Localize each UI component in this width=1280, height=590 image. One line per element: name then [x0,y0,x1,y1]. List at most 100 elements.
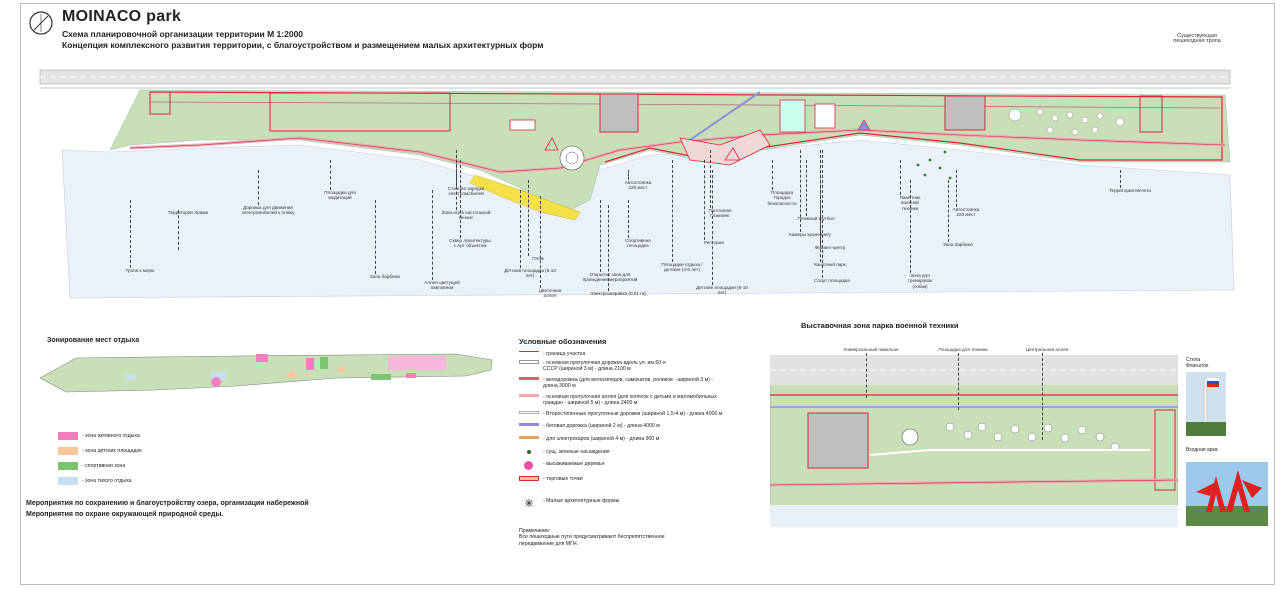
map-label: Открытая зона для проведения мероприятий [582,272,638,283]
map-label: Площадка Городок безопасности [767,190,797,206]
map-label: Площадки отдыха / детские (4-6 лет) [661,262,703,273]
legend-label: - беговая дорожка (шириной 2 м) - длина … [543,423,660,429]
arch-photo [1186,462,1268,526]
leader-line [672,160,673,262]
leader-line [520,190,521,268]
leader-line [956,170,957,207]
note-heading: Примечание: [519,528,551,534]
legend-item: - Второстепенные прогулочные дорожки (ши… [519,411,779,417]
zoning-legend-item: - зона активного отдыха [58,432,140,440]
amphitheatre [559,145,585,171]
map-label: Спорт площадка [814,278,850,283]
secondary-symbol [519,411,539,414]
map-label: Территория Храма [167,210,209,215]
leader-line [704,160,705,240]
exhibit-label: Площадка для техники [938,347,988,352]
existing-trail-label: Существующая пешеходная тропа [1173,33,1221,45]
leader-line [910,180,911,273]
legend-label: - основная прогулочная аллея (для колясо… [543,394,717,407]
leader-line [900,160,901,195]
legend-label: - Второстепенные прогулочные дорожки (ши… [543,411,723,417]
bike-lane [689,91,761,141]
map-label: Пляжный футбол [797,216,835,221]
bike-symbol [519,377,539,380]
legend-item: - основная прогулочная аллея (для колясо… [519,394,779,407]
legend-label: - торговые точки [543,476,583,482]
leader-line [178,210,179,250]
map-label: Электрозаправка (0,01 га) [590,291,646,296]
legend-item: - велодорожка (для велосипедов, самокато… [519,377,779,390]
legend-item: - для электрокаров (шириной 4 м) - длина… [519,436,779,442]
lake-area [61,139,1235,299]
leader-line [820,150,821,262]
green-dot-symbol [519,449,539,455]
subtitle-scale: Схема планировочной организации территор… [62,29,304,39]
note: Примечание: Все пешеходные пути предусма… [519,528,665,547]
map-label: Спортивная площадка [625,238,651,249]
leader-line [258,170,259,205]
leader-line [772,160,773,190]
zoning-swatch [58,447,78,455]
temple-block [149,91,171,115]
leader-line [866,353,867,398]
map-label: Зона барбекю [943,242,973,247]
map-label: Сквер Архитектуры с Арт объектом [449,238,491,249]
exhibit-plan [770,355,1178,527]
zoning-minimap [39,353,493,393]
map-label: Зона игр в настольный теннис [441,210,491,221]
map-label: Территория Мечети [1108,188,1152,193]
leader-line [628,170,629,180]
leader-line [600,200,601,272]
legend-label: - основная прогулочная дорожка вдоль ул.… [543,360,666,373]
map-label: Площадка для медитаций [324,190,356,201]
subtitle-concept: Концепция комплексного развития территор… [62,40,544,50]
legend-label: - для электрокаров (шириной 4 м) - длина… [543,436,660,442]
maf-symbol [519,498,539,508]
site-plan-map [39,69,1235,299]
legend-item: - основная прогулочная дорожка вдоль ул.… [519,360,779,373]
map-label: Понтонная Глэмпинг [708,208,732,219]
map-label: Дорожка для движения электромобилей к пл… [241,205,295,216]
zoning-legend-label: - зона детских площадок [82,448,142,454]
ecar-symbol [519,436,539,439]
exhibit-label: Центральная аллея [1025,347,1069,352]
leader-line [432,190,433,280]
stela-label: Стела Флагшток [1186,357,1209,369]
legend-label: - велодорожка (для велосипедов, самокато… [543,377,714,390]
boundary-symbol [519,351,539,357]
map-label: Тропа к морю [125,268,155,273]
exhibit-parking [807,412,869,469]
leader-line [608,205,609,291]
run-symbol [519,423,539,426]
leader-line [1042,353,1043,440]
leader-line [958,353,959,410]
leader-line [822,150,823,278]
legend-label: - высаживаемые деревья [543,461,605,467]
leader-line [456,150,457,210]
map-label: Станция зарядки электромобилей [447,186,485,197]
map-label: Автостоянка 220 мест [624,180,652,191]
map-label: Аллея цветущей павловнии [424,280,460,291]
leader-line [460,160,461,238]
parking-lot-east [944,95,986,131]
existing-greenery [916,150,952,180]
measures-line1: Мероприятия по сохранению и благоустройс… [26,500,309,507]
zoning-legend-item: - спортивная зона [58,462,125,470]
alley-symbol [519,394,539,397]
legend-item: - Малые архитектурные формы [519,498,779,508]
zoning-legend-label: - зона активного отдыха [82,433,140,439]
map-label: Пляж [532,256,544,261]
map-label: Ресторан [704,240,724,245]
stela-photo [1186,372,1226,436]
map-label: Детские площадки (6-10 лет) [696,285,748,296]
legend-item: - торговые точки [519,476,779,482]
note-line: Все пешеходные пути предусматривают бесп… [519,534,665,541]
measures-line2: Мероприятия по охране окружающей природн… [26,511,224,518]
map-label: Зона барбекю [370,274,400,279]
main-path-symbol [519,360,539,364]
leader-line [528,180,529,256]
legend-label: - сущ. зеленые насаждения [543,449,610,455]
arch-label: Входная арка [1186,447,1218,453]
exhibit-label: Универсальный павильон [843,347,899,352]
logo-icon [29,11,53,35]
